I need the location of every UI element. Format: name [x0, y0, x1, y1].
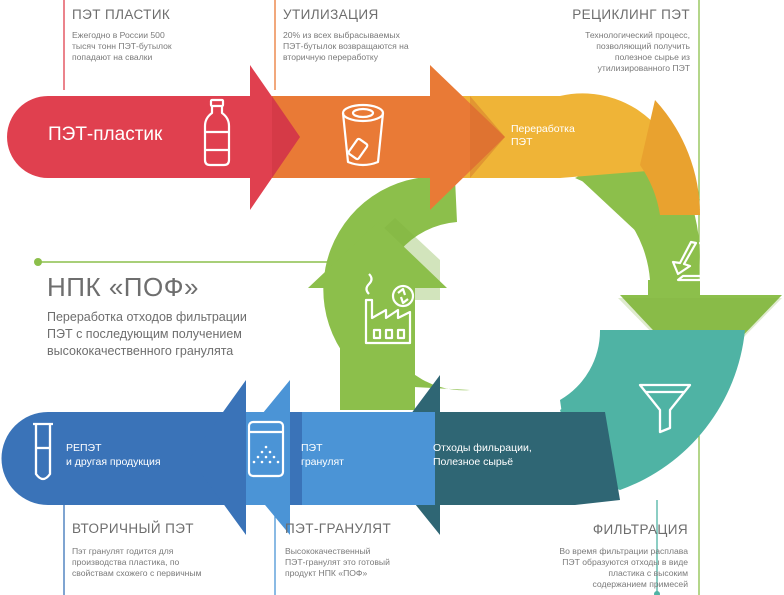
recycling-desc-line: утилизированного ПЭТ — [597, 63, 690, 73]
granulate-desc: Высококачественный ПЭТ-гранулят это гото… — [285, 546, 390, 579]
waste-arrow — [378, 375, 620, 535]
bottle-icon — [203, 98, 231, 167]
filtration-desc-line: ПЭТ образуются отходы в виде — [562, 557, 688, 567]
green-arc — [308, 176, 470, 410]
pet-plastic-desc-line: попадают на свалки — [72, 52, 153, 62]
npk-desc-line: ПЭТ с последующим получением — [47, 327, 242, 341]
filtration-desc: Во время фильтрации расплава ПЭТ образую… — [559, 546, 688, 590]
repet-label-line: РЕПЭТ — [66, 442, 102, 454]
secondary-pet-desc-line: Пэт гранулят годится для — [72, 546, 174, 556]
granulate-label-line: ПЭТ — [301, 442, 323, 454]
utilization-desc-line: вторичную переработку — [283, 52, 379, 62]
waste-label-line: Полезное сырьё — [433, 456, 514, 468]
recycling-desc-line: позволяющий получить — [596, 41, 690, 51]
pet-plastic-desc-line: тысяч тонн ПЭТ-бутылок — [72, 41, 172, 51]
processing-label-line: Переработка — [511, 123, 575, 135]
waste-label-line: Отходы фильрации, — [433, 442, 532, 454]
red-arrow — [7, 65, 300, 210]
recycle-icon — [671, 238, 730, 289]
granulate-desc-line: продукт НПК «ПОФ» — [285, 568, 368, 578]
recycle-cup-icon — [341, 103, 385, 167]
recycling-desc: Технологический процесс, позволяющий пол… — [585, 30, 690, 74]
npk-desc-line: высококачественного гранулята — [47, 344, 234, 358]
pet-plastic-desc: Ежегодно в России 500 тысяч тонн ПЭТ-бут… — [72, 30, 172, 63]
filtration-desc-line: Во время фильтрации расплава — [559, 546, 688, 556]
filtration-desc-line: содержанием примесей — [592, 579, 688, 589]
processing-label-line: ПЭТ — [511, 136, 533, 148]
secondary-pet-caption: ВТОРИЧНЫЙ ПЭТ — [72, 521, 194, 536]
pet-plastic-desc-line: Ежегодно в России 500 — [72, 30, 165, 40]
guide-dot-npk — [34, 258, 42, 266]
granulate-caption: ПЭТ-ГРАНУЛЯТ — [285, 521, 392, 536]
factory-icon — [364, 273, 415, 345]
pet-plastic-arrow-label: ПЭТ-пластик — [48, 124, 163, 145]
repet-arrow — [1, 380, 302, 535]
npk-description: Переработка отходов фильтрации ПЭТ с пос… — [47, 309, 247, 360]
npk-desc-line: Переработка отходов фильтрации — [47, 310, 247, 324]
secondary-pet-desc: Пэт гранулят годится для производства пл… — [72, 546, 202, 579]
granulate-desc-line: Высококачественный — [285, 546, 371, 556]
test-tube-icon — [33, 422, 53, 481]
pet-plastic-caption: ПЭТ ПЛАСТИК — [72, 7, 171, 22]
recycling-desc-line: Технологический процесс, — [585, 30, 690, 40]
secondary-pet-desc-line: производства пластика, по — [72, 557, 180, 567]
utilization-caption: УТИЛИЗАЦИЯ — [283, 7, 379, 22]
recycling-caption: РЕЦИКЛИНГ ПЭТ — [572, 7, 690, 22]
funnel-icon — [638, 383, 692, 434]
granulate-label-line: гранулят — [301, 456, 344, 468]
filtration-caption: ФИЛЬТРАЦИЯ — [592, 522, 688, 537]
npk-title: НПК «ПОФ» — [47, 272, 199, 302]
repet-label-line: и другая продукция — [66, 456, 161, 468]
secondary-pet-desc-line: свойствам схожего с первичным — [72, 568, 202, 578]
processing-arrow-label: Переработка ПЭТ — [511, 123, 575, 149]
utilization-desc-line: 20% из всех выбрасываемых — [283, 30, 400, 40]
waste-arrow-label: Отходы фильрации, Полезное сырьё — [433, 441, 532, 469]
orange-arrow — [252, 65, 505, 210]
top-arrows — [7, 65, 700, 215]
granulate-bag-icon — [247, 420, 285, 478]
repet-arrow-label: РЕПЭТ и другая продукция — [66, 441, 161, 469]
utilization-desc: 20% из всех выбрасываемых ПЭТ-бутылок во… — [283, 30, 409, 63]
filtration-desc-line: пластика с высоким — [608, 568, 688, 578]
guide-dot-filtration — [654, 591, 660, 595]
recycling-desc-line: полезное сырье из — [614, 52, 690, 62]
granulate-desc-line: ПЭТ-гранулят это готовый — [285, 557, 390, 567]
utilization-desc-line: ПЭТ-бутылок возвращаются на — [283, 41, 409, 51]
granulate-arrow-label: ПЭТ гранулят — [301, 441, 344, 469]
